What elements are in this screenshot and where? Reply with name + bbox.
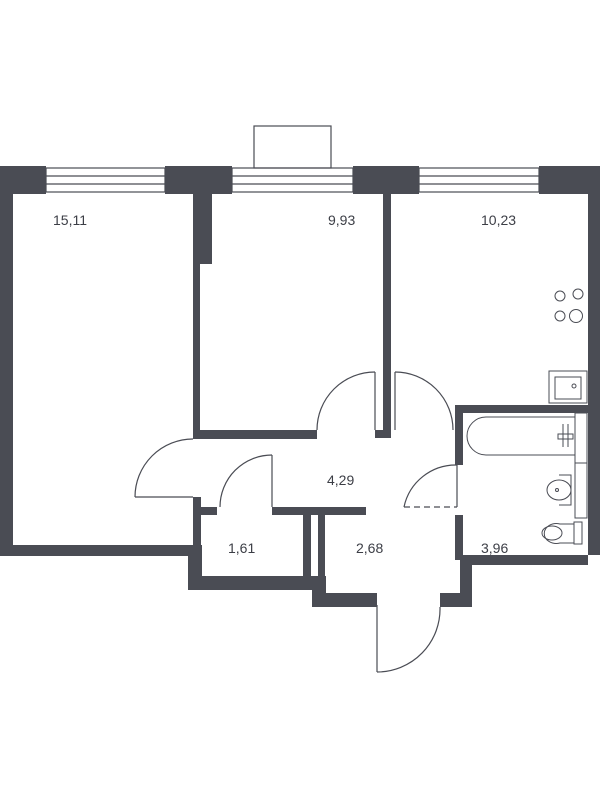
area-label-room-2: 9,93 (328, 212, 355, 228)
balcony (253, 125, 332, 169)
area-label-kitchen: 10,23 (481, 212, 516, 228)
windows (45, 167, 540, 193)
bathtub-icon (466, 412, 588, 464)
area-label-storage: 1,61 (228, 540, 255, 556)
stove-icon (554, 288, 584, 323)
toilet-icon (541, 521, 583, 545)
towel-rail-icon (557, 424, 574, 447)
kitchen-sink-icon (548, 370, 588, 404)
exterior-walls (0, 166, 600, 607)
interior-walls (193, 194, 600, 583)
area-label-room-1: 15,11 (53, 212, 87, 228)
area-label-hallway: 4,29 (327, 472, 354, 488)
washbasin-icon (546, 462, 588, 519)
area-label-bathroom: 3,96 (481, 540, 508, 556)
area-label-entrance: 2,68 (356, 540, 383, 556)
doors (134, 371, 458, 673)
